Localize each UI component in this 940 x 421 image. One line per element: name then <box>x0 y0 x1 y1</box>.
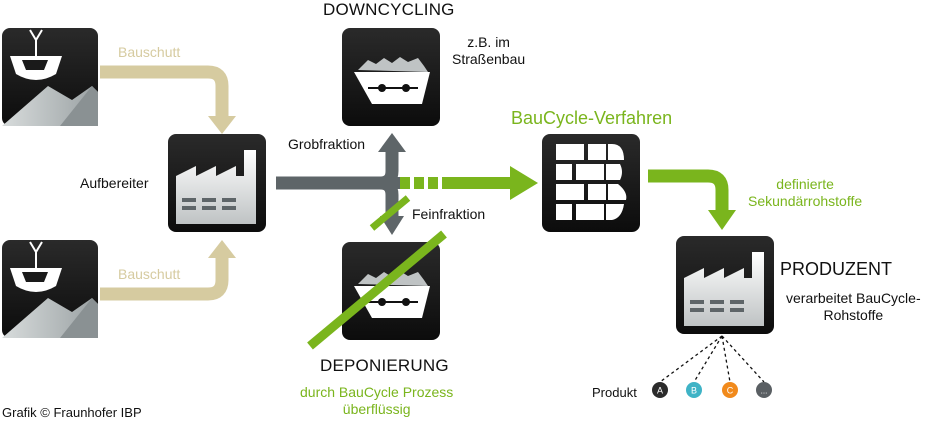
bauschutt-top-label: Bauschutt <box>118 44 181 60</box>
product-letter: B <box>691 386 697 396</box>
aufbereiter-output-arrow <box>276 133 406 235</box>
produkt-label: Produkt <box>592 385 637 400</box>
product-circle <box>756 382 772 398</box>
product-node: B <box>686 382 702 398</box>
product-letter: A <box>657 386 663 396</box>
bauschutt-top-arrow <box>100 65 236 134</box>
product-connectors <box>659 335 765 383</box>
product-nodes: A B C... <box>652 382 772 398</box>
factory-icon <box>176 150 256 224</box>
credit-text: Grafik © Fraunhofer IBP <box>2 405 142 420</box>
aufbereiter-tile <box>168 134 266 232</box>
lower-stem-strike <box>369 195 411 231</box>
deponierung-tile <box>342 242 440 340</box>
baucycle-verfahren-label: BauCycle-Verfahren <box>511 108 673 128</box>
bucket-mountain-icon <box>10 29 62 80</box>
bauschutt-top-tile <box>2 28 98 126</box>
downcycling-heading: DOWNCYCLING <box>323 0 455 19</box>
bucket-mountain-icon <box>10 241 62 292</box>
produzent-tile <box>676 236 774 334</box>
truck-icon <box>354 57 430 104</box>
deponierung-strike <box>307 230 447 350</box>
downcycling-note: z.B. im Straßenbau <box>452 34 526 67</box>
produzent-heading: PRODUZENT <box>780 259 892 279</box>
baucycle-tile <box>542 134 640 232</box>
deponierung-note: durch BauCycle Prozess überflüssig <box>300 384 454 417</box>
downcycling-tile <box>342 28 440 126</box>
baucycle-produzent-arrow <box>648 169 736 230</box>
bauschutt-bottom-label: Bauschutt <box>118 266 181 282</box>
deponierung-heading: DEPONIERUNG <box>320 356 449 375</box>
product-node: A <box>652 382 668 398</box>
grobfraktion-label: Grobfraktion <box>288 136 366 152</box>
product-letter: ... <box>761 387 768 396</box>
product-circle <box>686 382 702 398</box>
product-node: C <box>722 382 738 398</box>
product-node: ... <box>756 382 772 398</box>
product-letter: C <box>727 386 734 396</box>
feinfraktion-label: Feinfraktion <box>412 206 486 222</box>
bauschutt-bottom-arrow <box>100 240 236 301</box>
product-circle <box>722 382 738 398</box>
factory-icon <box>684 252 764 326</box>
feinfraktion-baucycle-arrow <box>400 166 538 200</box>
product-circle <box>652 382 668 398</box>
sekundaerrohstoffe-label: definierte Sekundärrohstoffe <box>748 176 863 209</box>
bauschutt-bottom-tile <box>2 240 98 338</box>
aufbereiter-label: Aufbereiter <box>80 175 149 191</box>
produzent-note: verarbeitet BauCycle- Rohstoffe <box>786 290 921 323</box>
baucycle-b-icon <box>556 144 627 220</box>
